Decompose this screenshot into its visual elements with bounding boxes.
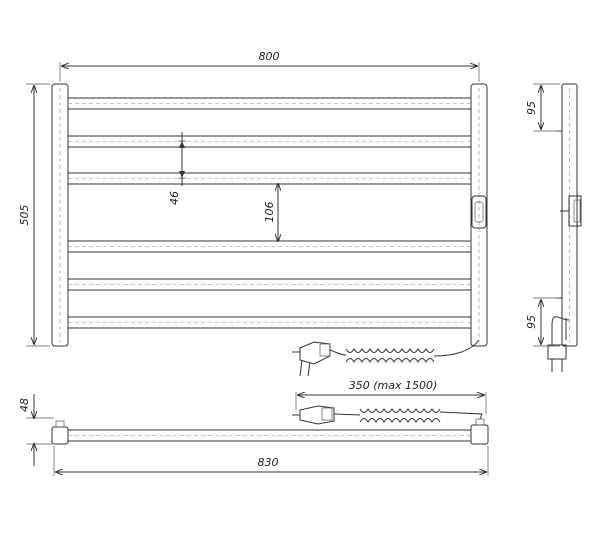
side-plug (547, 344, 567, 360)
front-bars (67, 97, 472, 329)
top-plug (292, 405, 335, 425)
dim-side-bottom: 95 (525, 315, 538, 329)
dim-width-top: 800 (259, 50, 280, 63)
dim-width-bottom: 830 (258, 456, 279, 469)
front-view: 800 505 46 106 (18, 50, 488, 377)
side-view: 95 95 (525, 83, 582, 372)
dim-side-top: 95 (525, 101, 538, 115)
left-post (51, 83, 69, 347)
power-switch (471, 195, 487, 229)
side-post (561, 83, 578, 347)
front-cable (329, 339, 480, 364)
side-switch (568, 195, 582, 227)
dim-height-left: 505 (18, 205, 31, 226)
top-bar (67, 429, 472, 442)
top-left-cap (51, 426, 69, 445)
front-plug (292, 341, 331, 377)
top-view: 48 350 (max 1500) 830 (18, 379, 489, 476)
top-cable (333, 407, 483, 424)
dim-bottom-depth: 48 (18, 398, 31, 412)
dim-cable-length: 350 (max 1500) (349, 379, 438, 392)
dim-mid-gap: 106 (263, 202, 276, 223)
right-post (470, 83, 488, 347)
dim-bar-gap: 46 (168, 191, 181, 205)
top-right-cap (470, 424, 489, 445)
